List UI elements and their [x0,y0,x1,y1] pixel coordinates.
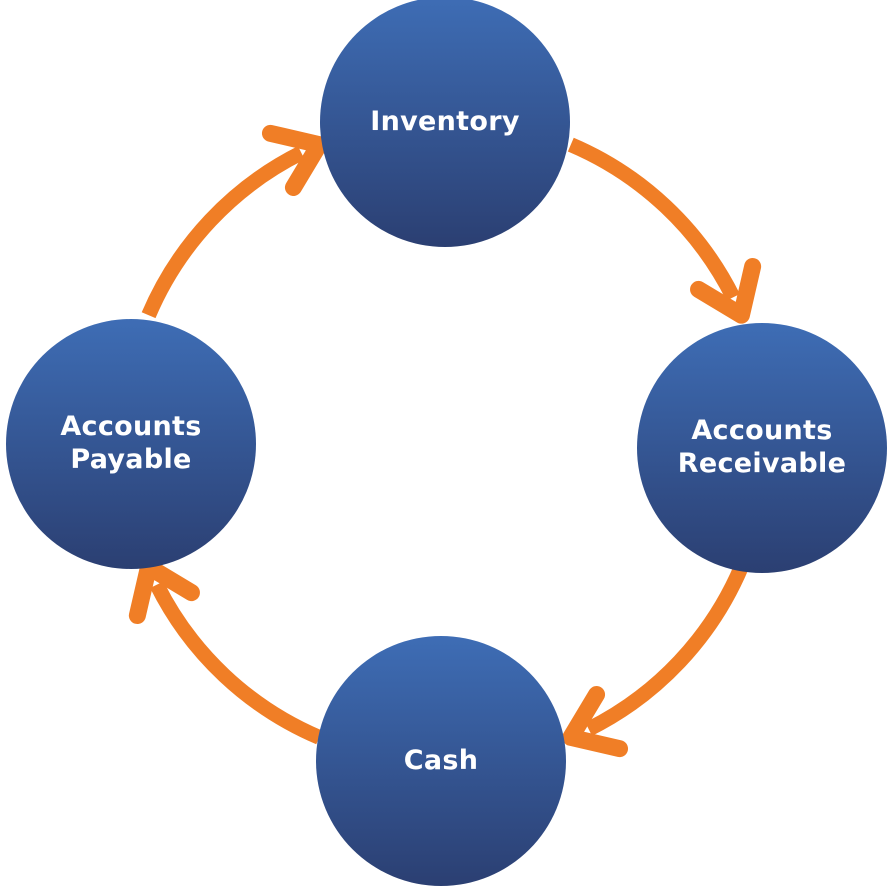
arrowhead-inventory-to-accounts-receivable [690,257,762,324]
node-accounts-receivable: Accounts Receivable [637,323,887,573]
arrow-accounts-payable-to-inventory [141,146,305,319]
node-inventory-label: Inventory [370,105,520,137]
node-accounts-receivable-label: Accounts Receivable [677,415,847,479]
node-accounts-payable-label: Accounts Payable [60,411,202,475]
node-inventory: Inventory [320,0,570,247]
node-accounts-payable: Accounts Payable [6,319,256,569]
arrow-inventory-to-accounts-receivable [567,137,740,301]
node-cash-label: Cash [403,744,479,776]
arrowhead-accounts-payable-to-inventory [261,124,328,196]
arrowhead-accounts-receivable-to-cash [562,686,629,758]
arrow-cash-to-accounts-payable [150,581,323,745]
arrow-accounts-receivable-to-cash [585,563,749,736]
node-cash: Cash [316,636,566,886]
